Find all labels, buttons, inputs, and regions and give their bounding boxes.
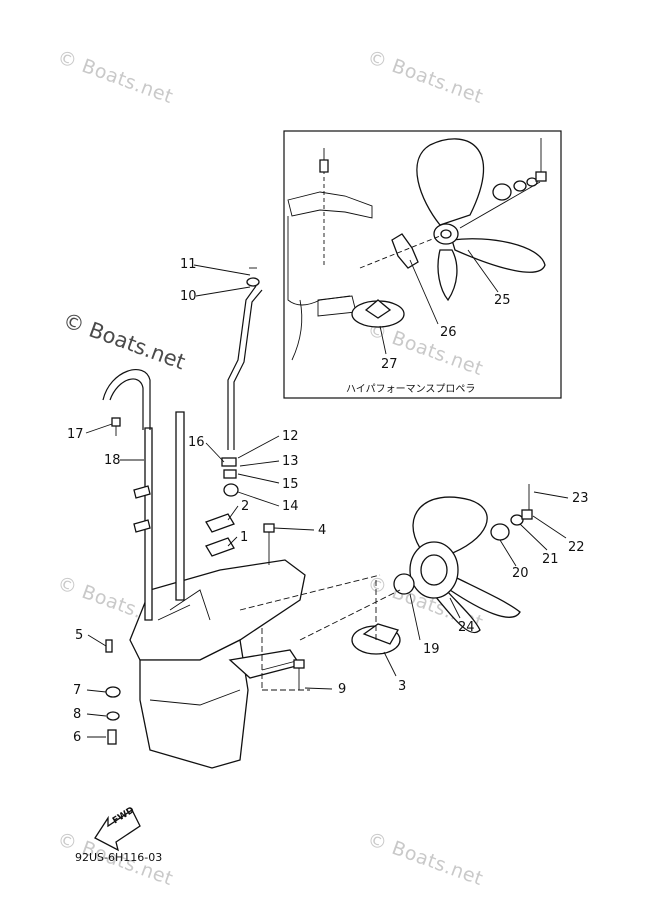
callout-11: 11	[180, 257, 197, 272]
callout-19: 19	[423, 642, 440, 657]
inset-gearcase	[287, 148, 373, 361]
drawing-code: 92US-6H116-03	[75, 851, 163, 864]
assembly-lines	[239, 574, 401, 691]
callout-6: 6	[73, 730, 82, 745]
callout-20: 20	[512, 566, 529, 581]
small-parts	[105, 417, 305, 745]
callout-15: 15	[282, 477, 299, 492]
callout-25: 25	[494, 293, 511, 308]
callout-24: 24	[458, 620, 475, 635]
main-propeller	[351, 484, 533, 655]
inset-caption: ハイパフォーマンスプロペラ	[346, 384, 476, 395]
callout-14: 14	[282, 499, 299, 514]
callout-5: 5	[75, 628, 84, 643]
callout-9: 9	[338, 682, 347, 697]
callout-2: 2	[241, 499, 250, 514]
callout-18: 18	[104, 453, 121, 468]
callout-3: 3	[398, 679, 407, 694]
callout-22: 22	[568, 540, 585, 555]
lower-gearcase	[129, 559, 306, 769]
callout-8: 8	[73, 707, 82, 722]
leader-lines	[85, 264, 569, 738]
callout-17: 17	[67, 427, 84, 442]
callout-26: 26	[440, 325, 457, 340]
callout-13: 13	[282, 454, 299, 469]
callout-7: 7	[73, 683, 82, 698]
callout-12: 12	[282, 429, 299, 444]
callout-10: 10	[180, 289, 197, 304]
inset-propeller	[351, 138, 547, 328]
callout-21: 21	[542, 552, 559, 567]
inset-box	[283, 130, 562, 399]
fwd-arrow	[94, 809, 141, 852]
callout-1: 1	[240, 530, 249, 545]
callout-4: 4	[318, 523, 327, 538]
inset-leaders	[379, 249, 499, 355]
callout-23: 23	[572, 491, 589, 506]
callout-16: 16	[188, 435, 205, 450]
callout-27: 27	[381, 357, 398, 372]
